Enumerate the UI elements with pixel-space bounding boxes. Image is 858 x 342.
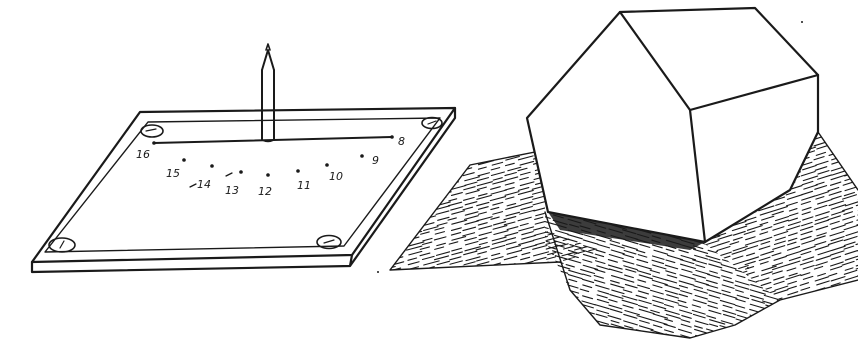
sundial-gnomon: [262, 44, 274, 142]
speck: [747, 267, 749, 269]
hour-label-14: 14: [197, 178, 211, 191]
hour-label-12: 12: [258, 185, 272, 198]
hour-label-8: 8: [398, 135, 405, 148]
corner-screw: [141, 125, 163, 137]
speck: [801, 21, 803, 23]
hour-label-9: 9: [372, 154, 379, 167]
corner-screw: [422, 118, 442, 129]
corner-screw: [49, 238, 75, 252]
hour-label-13: 13: [225, 184, 239, 197]
hour-label-11: 11: [297, 179, 311, 192]
sundial: 16 15 14 13 12 11 10 9 8: [32, 44, 455, 272]
speck: [377, 271, 379, 273]
hour-label-15: 15: [166, 167, 180, 180]
hour-label-10: 10: [329, 170, 343, 183]
hour-label-16: 16: [136, 148, 150, 161]
house-model: [378, 8, 858, 342]
sundial-plate-top: [32, 108, 455, 262]
